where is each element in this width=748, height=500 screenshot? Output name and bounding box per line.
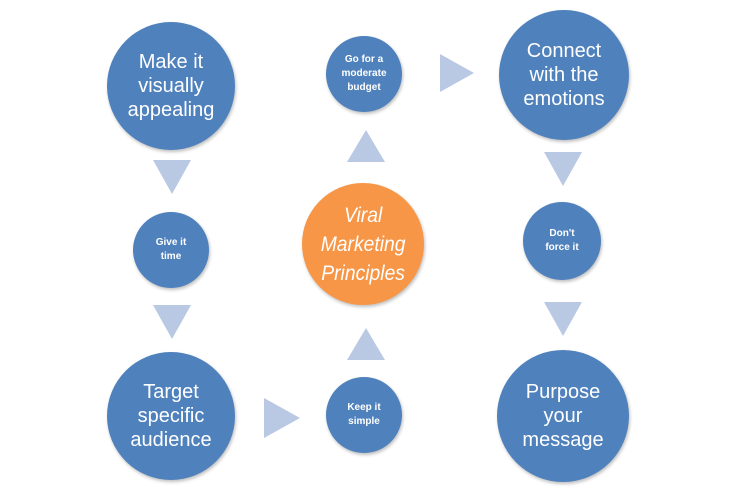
arrow-down (544, 302, 582, 336)
node-label: Make it visually appealing (127, 51, 215, 121)
node-dont-force-it: Don't force it (523, 202, 601, 280)
node-label: Go for a moderate budget (341, 54, 387, 93)
arrow-down (153, 160, 191, 194)
node-go-for-a-moderate-budget: Go for a moderate budget (326, 36, 402, 112)
arrow-down (544, 152, 582, 186)
node-connect-with-the-emotions: Connect with the emotions (499, 10, 629, 140)
arrow-up (347, 328, 385, 360)
arrow-right (264, 398, 300, 438)
node-label: Connect with the emotions (523, 40, 605, 110)
node-make-it-visually-appealing: Make it visually appealing (107, 22, 235, 150)
node-give-it-time: Give it time (133, 212, 209, 288)
node-label: Target specific audience (130, 381, 212, 451)
center-label: Viral Marketing Principles (320, 203, 406, 285)
node-purpose-your-message: Purpose your message (497, 350, 629, 482)
node-viral-marketing-principles: Viral Marketing Principles (302, 183, 424, 305)
node-target-specific-audience: Target specific audience (107, 352, 235, 480)
arrow-down (153, 305, 191, 339)
node-label: Purpose your message (522, 381, 604, 451)
node-label: Keep it simple (347, 402, 381, 427)
node-label: Don't force it (545, 228, 579, 253)
arrow-right (440, 54, 474, 92)
node-keep-it-simple: Keep it simple (326, 377, 402, 453)
node-label: Give it time (155, 237, 187, 262)
arrow-up (347, 130, 385, 162)
